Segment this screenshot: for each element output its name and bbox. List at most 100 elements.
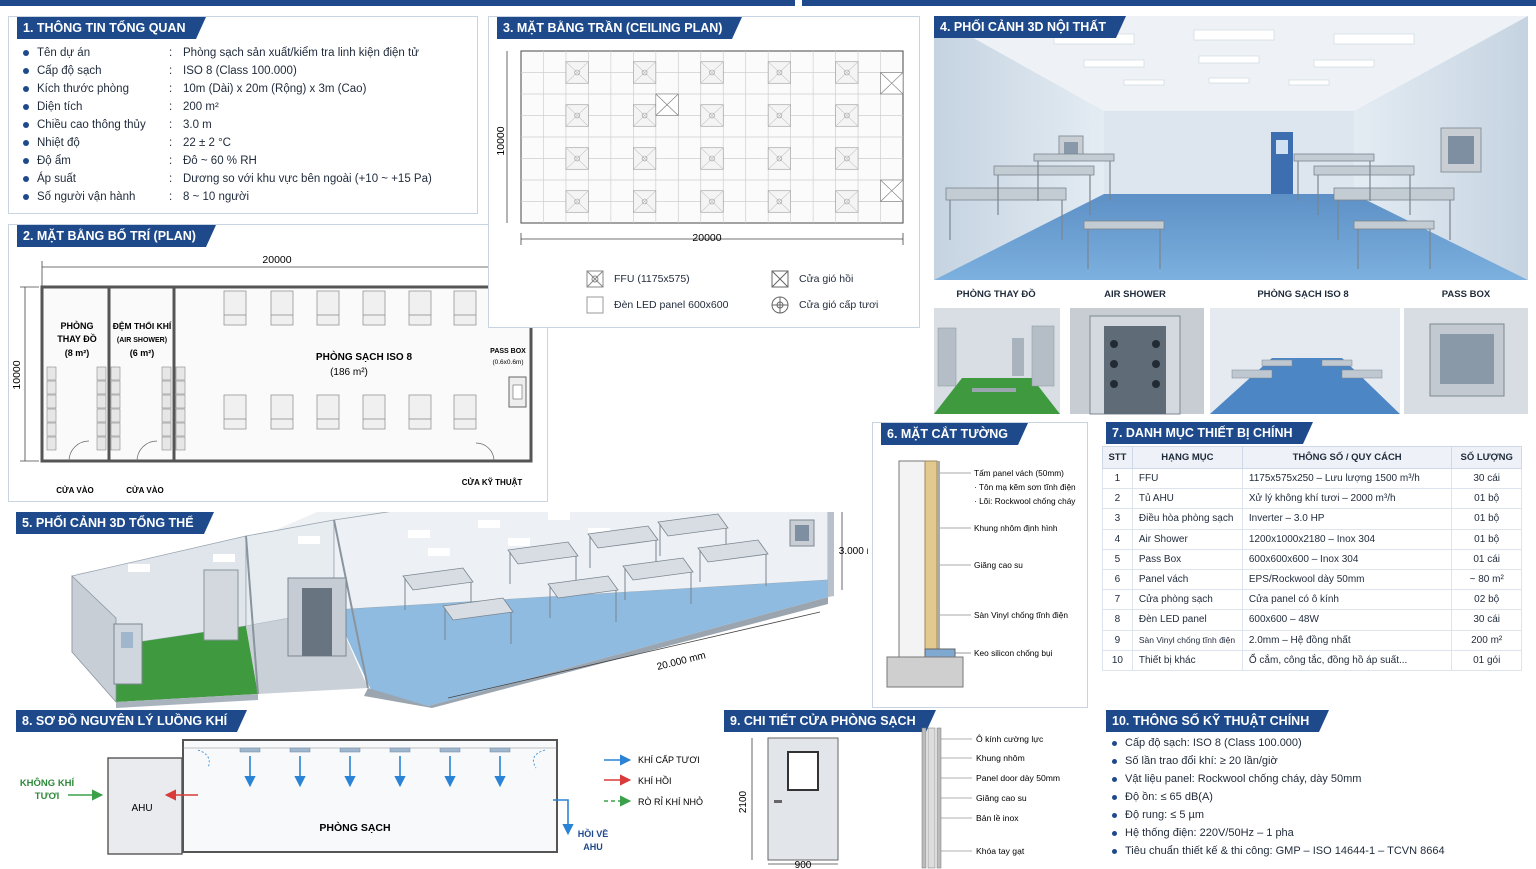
table-cell: Tủ AHU — [1131, 488, 1243, 510]
spec-text: Hệ thống điện: 220V/50Hz – 1 pha — [1125, 827, 1294, 839]
overview-value: 3.0 m — [183, 119, 212, 131]
table-cell: 30 cái — [1451, 467, 1522, 490]
bullet-icon — [23, 157, 29, 164]
work-table — [507, 541, 579, 588]
table-cell: 6 — [1102, 568, 1133, 591]
floor-plan-drawing: 20000 10000 PHÒNG THAY ĐỒ (8 m²) ĐỆM THỔ… — [11, 254, 533, 495]
locker — [161, 422, 172, 437]
locker — [175, 366, 186, 381]
overview-value: Dương so với khu vực bên ngoài (+10 ~ +1… — [183, 173, 432, 185]
ffu-icon — [767, 61, 791, 84]
work-table — [587, 525, 659, 572]
overview-key: Số người vận hành — [37, 191, 136, 203]
ceiling-light — [1333, 33, 1415, 45]
legend-led: Đèn LED panel 600x600 — [614, 299, 729, 311]
table-cell: 10 — [1102, 649, 1133, 671]
return-air-icon — [880, 72, 904, 95]
work-table — [316, 290, 340, 326]
locker — [46, 422, 57, 437]
table-cell: 1 — [1102, 467, 1133, 490]
locker — [110, 366, 121, 381]
table-cell: 1175x575x250 – Lưu lượng 1500 m³/h — [1241, 467, 1453, 490]
legend-leak-air: RÒ RỈ KHÍ NHỎ — [638, 796, 703, 807]
room3-label-2: (186 m²) — [330, 367, 368, 378]
locker — [161, 380, 172, 395]
ffu-unit — [239, 747, 261, 753]
top-bar — [0, 0, 1536, 8]
locker — [96, 436, 107, 451]
ceiling-light — [213, 554, 235, 562]
locker — [175, 394, 186, 409]
overview-key: Chiều cao thông thủy — [37, 119, 146, 131]
locker — [46, 408, 57, 423]
bullet-icon — [1112, 848, 1117, 854]
colon: : — [169, 65, 173, 77]
work-table — [362, 290, 386, 326]
ffu-icon — [565, 61, 589, 84]
colon: : — [169, 83, 173, 95]
ffu-icon — [835, 147, 859, 170]
section-wall-section: 6. MẶT CẮT TƯỜNG Tấm panel vách (50mm)· … — [872, 422, 1088, 708]
locker — [46, 436, 57, 451]
spec-row: Cấp độ sạch: ISO 8 (Class 100.000) — [1112, 734, 1302, 752]
spec-text: Tiêu chuẩn thiết kế & thi công: GMP – IS… — [1125, 845, 1445, 857]
table-cell: 01 bộ — [1451, 528, 1522, 550]
overview-row: Nhiệt độ:22 ± 2 °C — [23, 134, 231, 152]
overview-row: Độ ẩm:Đô ~ 60 % RH — [23, 152, 257, 170]
passbox-label-2: (0.6x0.6m) — [492, 359, 523, 366]
ffu-icon — [633, 190, 657, 213]
overview-value: 8 ~ 10 người — [183, 191, 250, 203]
equipment-table: STT HẠNG MỤC THÔNG SỐ / QUY CÁCH SỐ LƯỢN… — [1102, 446, 1522, 671]
ffu-icon — [700, 190, 724, 213]
overview-row: Áp suất:Dương so với khu vực bên ngoài (… — [23, 170, 432, 188]
room1-label-3: (8 m²) — [65, 348, 90, 358]
section-overview: 1. THÔNG TIN TỔNG QUAN Tên dự án:Phòng s… — [8, 16, 478, 214]
locker — [96, 408, 107, 423]
wall-layer-label: Tấm panel vách (50mm) — [974, 468, 1064, 478]
table-cell: Điều hòa phòng sạch — [1131, 508, 1243, 530]
table-cell: EPS/Rockwool dày 50mm — [1241, 568, 1453, 591]
section-title: 2. MẶT BẰNG BỐ TRÍ (PLAN) — [17, 225, 216, 247]
photo-label-cleanroom: PHÒNG SẠCH ISO 8 — [1257, 289, 1349, 300]
locker — [110, 408, 121, 423]
table-cell: Cửa panel có ô kính — [1241, 589, 1453, 611]
supply-air-icon — [771, 296, 789, 314]
photo-label-changing: PHÒNG THAY ĐỒ — [956, 289, 1036, 300]
wall-layer-label: · Tôn mạ kẽm sơn tĩnh điện — [974, 482, 1076, 492]
door-label-3: CỬA KỸ THUẬT — [462, 478, 523, 487]
ffu-icon — [700, 61, 724, 84]
locker — [46, 380, 57, 395]
room1-label-1: PHÒNG — [60, 320, 93, 331]
work-table — [697, 539, 769, 586]
overview-row: Số người vận hành:8 ~ 10 người — [23, 188, 249, 206]
table-cell: 9 — [1102, 629, 1133, 651]
work-table — [408, 394, 432, 430]
section-ceiling-plan: 3. MẶT BẰNG TRẦN (CEILING PLAN) 20000 10… — [488, 16, 920, 328]
ffu-unit — [489, 747, 511, 753]
overview-row: Diện tích:200 m² — [23, 98, 219, 116]
work-table — [223, 394, 247, 430]
ffu-icon — [565, 190, 589, 213]
legend-return: Cửa gió hồi — [799, 273, 854, 285]
locker — [46, 394, 57, 409]
section-title: 3. MẶT BẰNG TRẦN (CEILING PLAN) — [497, 17, 743, 39]
bullet-icon — [1112, 794, 1117, 800]
bullet-icon — [23, 121, 29, 128]
spec-text: Độ rung: ≤ 5 µm — [1125, 809, 1205, 821]
ceiling-light — [1198, 55, 1260, 64]
table-cell: Thiết bị khác — [1131, 649, 1243, 671]
locker — [161, 436, 172, 451]
locker — [96, 422, 107, 437]
section-title: 8. SƠ ĐỒ NGUYÊN LÝ LUỒNG KHÍ — [16, 710, 248, 732]
ffu-icon — [565, 104, 589, 127]
locker — [46, 366, 57, 381]
work-table — [362, 394, 386, 430]
overview-key: Kích thước phòng — [37, 83, 129, 95]
photo-label-air-shower: AIR SHOWER — [1104, 289, 1166, 300]
overview-row: Tên dự án:Phòng sạch sản xuất/kiểm tra l… — [23, 44, 419, 62]
work-table — [945, 187, 1067, 240]
